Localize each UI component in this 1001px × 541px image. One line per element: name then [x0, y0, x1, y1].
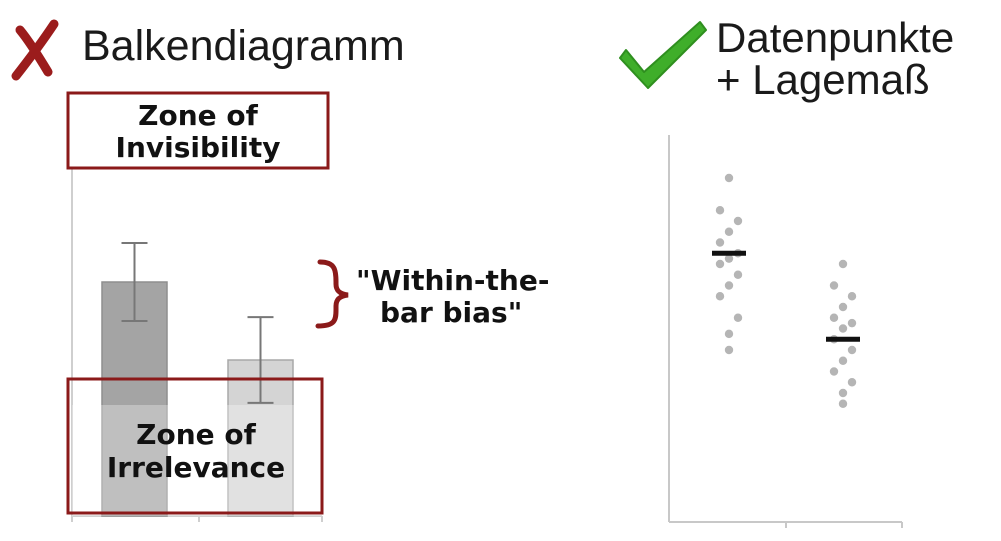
data-point — [829, 281, 839, 290]
data-points-group — [715, 173, 857, 408]
data-point — [715, 238, 725, 247]
invisibility-zone-box — [66, 91, 330, 170]
data-point — [733, 216, 743, 226]
right-panel: Datenpunkte + Lagemaß — [619, 14, 954, 528]
cross-stroke-1 — [15, 25, 53, 77]
data-point — [715, 292, 725, 301]
data-point — [847, 318, 857, 328]
data-point — [838, 388, 848, 398]
error-bar-a — [121, 242, 148, 322]
data-point — [724, 173, 734, 183]
curly-brace-icon — [315, 259, 349, 329]
data-point — [724, 329, 734, 339]
data-point — [838, 356, 848, 365]
invisibility-zone-line1: Zone of — [138, 99, 258, 132]
left-panel: Balkendiagramm Zone of Irrelevance Zone … — [11, 19, 549, 522]
right-title-line2: + Lagemaß — [716, 56, 930, 103]
data-point — [829, 367, 839, 376]
data-point — [724, 227, 734, 236]
data-point — [829, 313, 839, 322]
data-point — [847, 292, 857, 301]
data-point — [724, 345, 734, 355]
data-point — [733, 270, 743, 279]
data-point — [838, 324, 848, 333]
irrelevance-zone-box — [66, 377, 324, 515]
data-point — [724, 281, 734, 290]
check-mark-icon — [619, 21, 707, 89]
bias-label-line2: bar bias" — [380, 296, 522, 329]
left-title: Balkendiagramm — [82, 22, 405, 70]
irrelevance-zone-line2: Irrelevance — [107, 451, 285, 484]
data-point — [847, 345, 857, 355]
cross-mark-icon — [11, 19, 59, 81]
data-point — [838, 399, 848, 408]
invisibility-zone-line2: Invisibility — [116, 131, 281, 164]
irrelevance-zone-fill — [72, 405, 322, 516]
error-bar-b — [247, 316, 274, 404]
data-point — [847, 378, 857, 387]
data-point — [715, 259, 725, 269]
bias-label-line1: "Within-the- — [356, 264, 549, 297]
data-point — [715, 206, 725, 215]
median-group — [712, 250, 860, 342]
data-point — [733, 313, 743, 322]
cross-stroke-2 — [11, 19, 59, 81]
data-point — [838, 259, 848, 269]
irrelevance-zone-line1: Zone of — [136, 418, 256, 451]
data-point — [838, 302, 848, 312]
data-point — [724, 254, 734, 263]
right-title-line1: Datenpunkte — [716, 14, 954, 61]
